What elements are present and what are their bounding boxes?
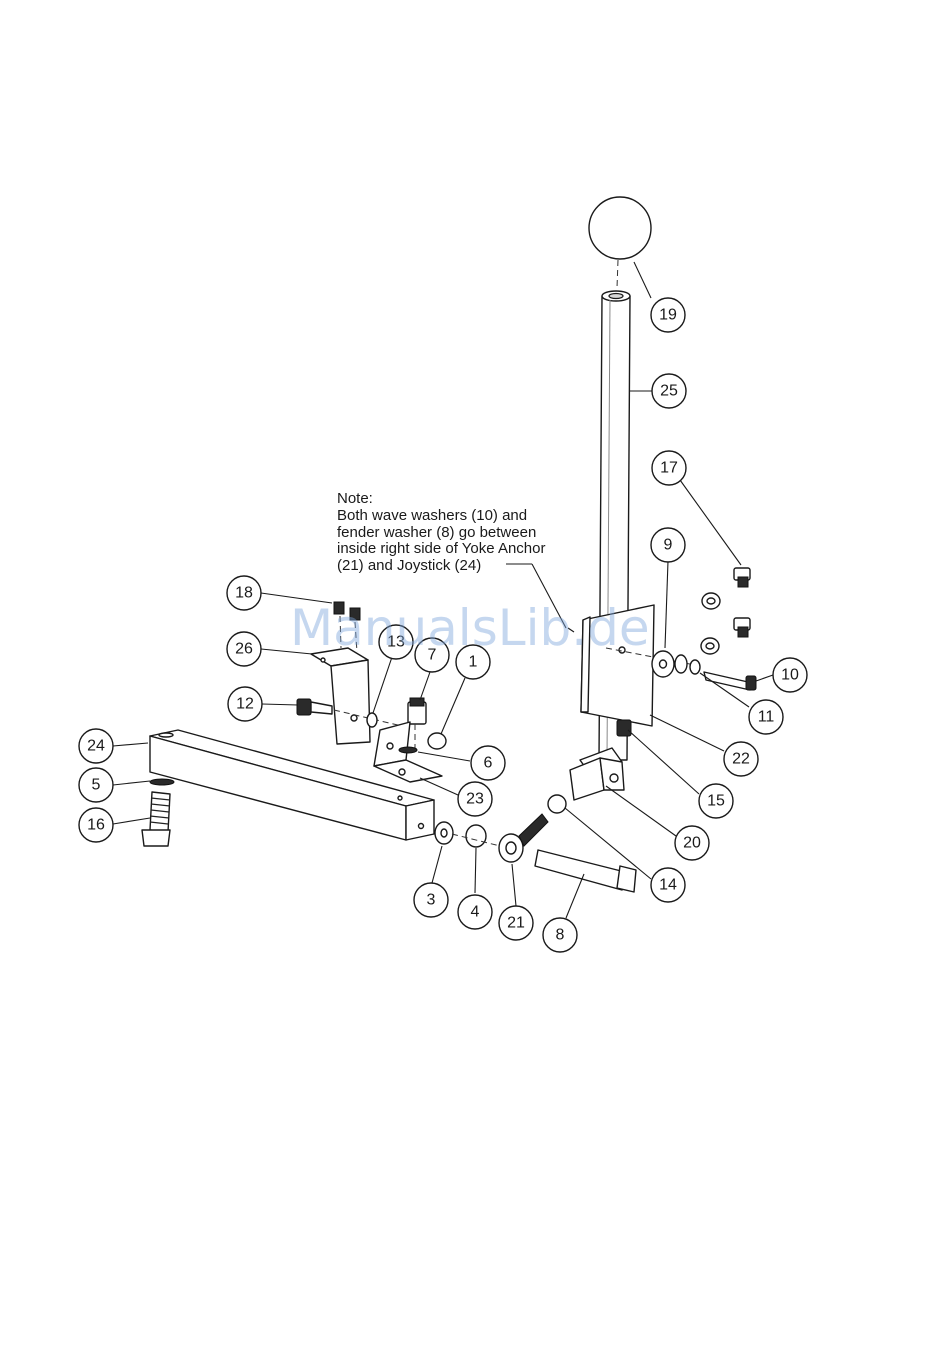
upper-bracket (311, 648, 370, 744)
callout-11: 11 (749, 700, 783, 734)
callout-21: 21 (499, 906, 533, 940)
callout-12: 12 (228, 687, 262, 721)
callout-26: 26 (227, 632, 261, 666)
callout-25: 25 (652, 374, 686, 408)
callout-14: 14 (651, 868, 685, 902)
callout-label: 12 (236, 696, 254, 713)
callout-22: 22 (724, 742, 758, 776)
watermark: ManualsLib.de (290, 599, 650, 657)
callout-24: 24 (79, 729, 113, 763)
callout-15: 15 (699, 784, 733, 818)
washer-3-hole (441, 829, 447, 837)
callout-label: 5 (92, 777, 101, 794)
note-line: fender washer (8) go between (337, 524, 536, 541)
note-line: Both wave washers (10) and (337, 507, 527, 524)
nut-14 (548, 795, 566, 813)
knob-ball (589, 197, 651, 259)
callout-18: 18 (227, 576, 261, 610)
callout-17: 17 (652, 451, 686, 485)
callout-10: 10 (773, 658, 807, 692)
callout-label: 21 (507, 915, 525, 932)
nut-1 (428, 733, 446, 749)
callout-label: 9 (664, 537, 673, 554)
plate-bolt (617, 720, 631, 736)
callout-19: 19 (651, 298, 685, 332)
callout-label: 10 (781, 667, 799, 684)
callout-label: 25 (660, 383, 678, 400)
callout-label: 6 (484, 755, 493, 772)
callout-3: 3 (414, 883, 448, 917)
leader-lines (113, 262, 773, 918)
yoke-pivot (570, 748, 624, 800)
lower-bracket (374, 722, 442, 782)
note-line: (21) and Joystick (24) (337, 557, 481, 574)
callout-label: 15 (707, 793, 725, 810)
callout-16: 16 (79, 808, 113, 842)
callout-label: 3 (427, 892, 436, 909)
callout-5: 5 (79, 768, 113, 802)
callout-4: 4 (458, 895, 492, 929)
callout-8: 8 (543, 918, 577, 952)
upper-bolts (701, 568, 750, 654)
callout-label: 17 (660, 460, 678, 477)
note-line: Note: (337, 490, 373, 507)
callout-label: 11 (758, 709, 775, 726)
callout-label: 19 (659, 307, 677, 324)
callout-label: 22 (732, 751, 750, 768)
frame-bolt (142, 779, 174, 846)
washer-13 (367, 713, 377, 727)
assembly-note: Note: Both wave washers (10) and fender … (337, 490, 545, 574)
spacer-7 (408, 698, 426, 748)
note-line: inside right side of Yoke Anchor (337, 540, 545, 557)
nut-4 (466, 825, 486, 847)
callout-label: 18 (235, 585, 253, 602)
callout-label: 24 (87, 738, 105, 755)
long-bolt (535, 850, 636, 892)
callout-label: 8 (556, 927, 565, 944)
callout-9: 9 (651, 528, 685, 562)
callout-label: 26 (235, 641, 253, 658)
callout-label: 14 (659, 877, 677, 894)
callout-6: 6 (471, 746, 505, 780)
callout-23: 23 (458, 782, 492, 816)
callout-label: 16 (87, 817, 105, 834)
callout-label: 23 (466, 791, 484, 808)
callout-20: 20 (675, 826, 709, 860)
callout-label: 4 (471, 904, 480, 921)
callout-label: 20 (683, 835, 701, 852)
